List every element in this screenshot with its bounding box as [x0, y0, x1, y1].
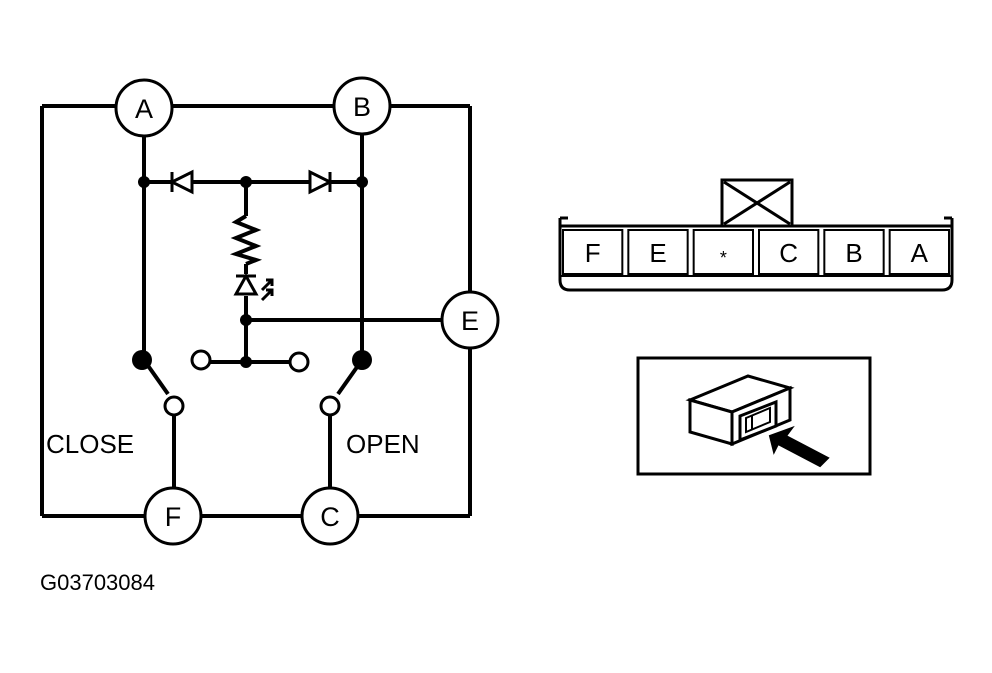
junction-dot: [356, 176, 368, 188]
connector-pin-cell: [758, 229, 820, 275]
open-label: OPEN: [346, 429, 420, 459]
diode-left: [168, 169, 194, 195]
connector-pin-cell: [888, 229, 951, 275]
junction-dot: [240, 176, 252, 188]
terminal-f-label: F: [165, 502, 182, 532]
connector-pin-cells: [562, 229, 951, 275]
switch-contacts: [163, 349, 341, 417]
terminal-e: [440, 290, 500, 350]
resistor: [229, 214, 263, 266]
connector-pin-label: C: [779, 238, 798, 268]
diodes: [168, 169, 334, 195]
connector-pin-cell: [562, 229, 624, 275]
center-contact-left: [190, 349, 212, 371]
junction-dot: [240, 356, 252, 368]
connector-pin-label: B: [845, 238, 862, 268]
connector-pin-label: *: [720, 248, 727, 268]
connector-face: [558, 178, 954, 292]
lock-tab-cross: [723, 180, 791, 226]
figure-id: G03703084: [40, 570, 155, 595]
terminal-f: [143, 486, 203, 546]
close-switch-pivot: [132, 350, 152, 370]
connector-pin-label: A: [911, 238, 929, 268]
terminal-a-label: A: [135, 94, 153, 124]
terminal-a: [114, 78, 174, 138]
connector-pin-label: F: [585, 238, 601, 268]
open-switch-contact: [319, 395, 341, 417]
pointer-arrow-icon: [768, 425, 830, 468]
terminal-e-label: E: [461, 306, 479, 336]
connector-pin-cell: [627, 229, 689, 275]
led: [233, 272, 274, 302]
terminal-labels: A B E F C: [135, 92, 479, 532]
connector-pin-labels: F E * C B A: [585, 238, 929, 268]
terminal-c-label: C: [320, 502, 340, 532]
junction-dot: [138, 176, 150, 188]
open-switch-pivot: [352, 350, 372, 370]
connector-pin-cell: [692, 229, 755, 275]
connector-body: [558, 224, 954, 292]
terminals: [114, 76, 500, 546]
junction-dot: [240, 314, 252, 326]
terminal-c: [300, 486, 360, 546]
diode-right: [308, 169, 334, 195]
terminal-b: [332, 76, 392, 136]
close-label: CLOSE: [46, 429, 134, 459]
junction-dots: [138, 176, 368, 368]
switch-pivots: [132, 350, 372, 370]
connector-pin-cell: [823, 229, 885, 275]
center-contact-right: [288, 351, 310, 373]
terminal-b-label: B: [353, 92, 371, 122]
connector-pin-label: E: [649, 238, 666, 268]
close-switch-contact: [163, 395, 185, 417]
locator-inset: [636, 356, 872, 476]
